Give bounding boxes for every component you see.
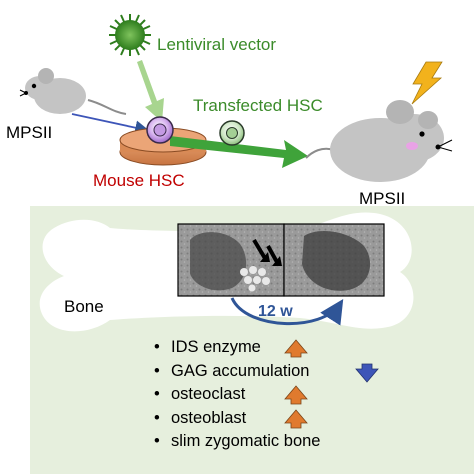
mpsii-mouse-right: [305, 100, 453, 182]
duration-label: 12 w: [258, 303, 293, 320]
gag-accumulation-down-arrow: [355, 363, 379, 383]
mouse-hsc-label: Mouse HSC: [93, 171, 185, 190]
timeline-arrow: [230, 297, 344, 326]
bone-label: Bone: [64, 297, 104, 316]
lentiviral-vector-label: Lentiviral vector: [157, 35, 277, 54]
outcome-item-osteoclast: osteoclast: [154, 383, 320, 407]
outcome-item-gag-accumulation: GAG accumulation: [154, 360, 320, 384]
mpsii-right-label: MPSII: [359, 189, 406, 208]
transplant-arrow: [170, 136, 308, 168]
transduction-arrow: [137, 60, 164, 122]
outcome-item-ids-enzyme: IDS enzyme: [154, 336, 320, 360]
mouse-hsc-cell: [146, 116, 174, 144]
transfected-hsc-label: Transfected HSC: [193, 96, 323, 115]
outcome-item-osteoblast: osteoblast: [154, 407, 320, 431]
outcome-list: IDS enzyme GAG accumulation osteoclast o…: [154, 336, 320, 454]
outcome-item-slim-zygomatic-bone: slim zygomatic bone: [154, 430, 320, 454]
mpsii-left-label: MPSII: [6, 123, 53, 142]
lightning-icon: [411, 61, 443, 105]
transfected-hsc-cell: [219, 120, 245, 146]
mpsii-mouse-left: [19, 68, 127, 115]
isolation-arrow: [71, 113, 150, 135]
lentiviral-vector-icon: [109, 14, 151, 56]
em-micrograph-panel: [177, 223, 385, 297]
